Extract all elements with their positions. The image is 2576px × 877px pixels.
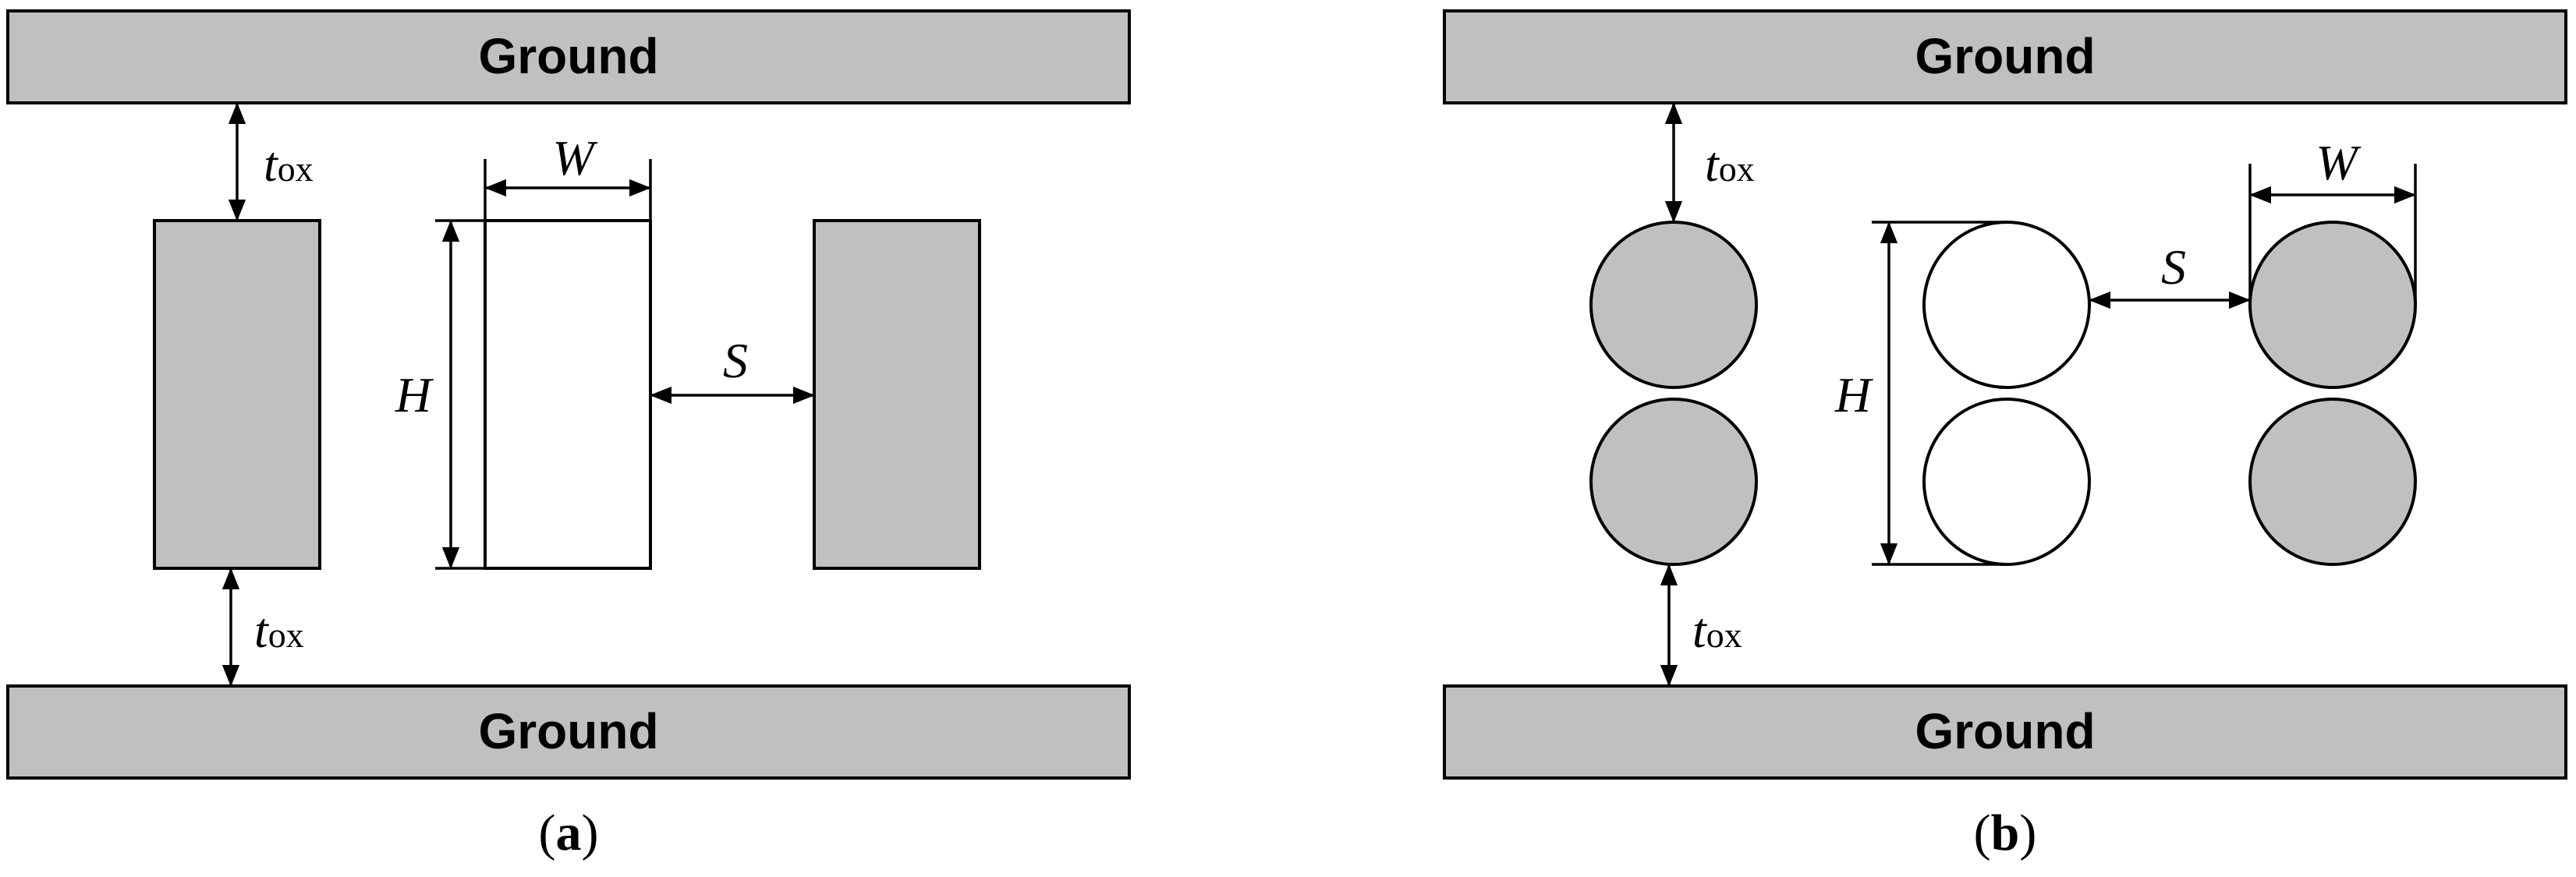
panel-a: Ground Ground tox tox W H S (a) — [6, 9, 1131, 861]
h-label-a: H — [395, 367, 434, 423]
neighbor-cnt-left-top-b — [1589, 221, 1758, 389]
tox-label-top-a: tox — [264, 136, 314, 192]
s-label-a: S — [723, 333, 748, 388]
neighbor-cnt-right-top-b — [2248, 221, 2417, 389]
ground-label-bottom-a: Ground — [478, 703, 658, 759]
ground-plane-top-b — [1443, 9, 2567, 104]
neighbor-cnt-left-bottom-b — [1589, 398, 1758, 566]
ground-plane-top-a — [6, 9, 1131, 104]
caption-b: (b) — [1974, 805, 2037, 861]
s-label-b: S — [2161, 239, 2186, 295]
ground-plane-bottom-b — [1443, 684, 2567, 780]
w-label-a: W — [552, 130, 598, 186]
panel-b: Ground Ground tox tox H S W (b) — [1443, 9, 2567, 861]
tox-label-top-b: tox — [1705, 136, 1755, 192]
signal-cnt-top-b — [1922, 221, 2091, 389]
caption-a: (a) — [539, 805, 599, 861]
tox-label-bottom-a: tox — [254, 603, 304, 658]
ground-label-top-b: Ground — [1915, 28, 2095, 84]
h-label-b: H — [1834, 367, 1874, 423]
neighbor-conductor-left-a — [153, 219, 321, 570]
neighbor-conductor-right-a — [813, 219, 981, 570]
signal-conductor-a — [484, 219, 652, 570]
w-label-b: W — [2316, 135, 2362, 190]
signal-cnt-bottom-b — [1922, 398, 2091, 566]
ground-label-top-a: Ground — [478, 28, 658, 84]
ground-label-bottom-b: Ground — [1915, 703, 2095, 759]
ground-plane-bottom-a — [6, 684, 1131, 780]
tox-label-bottom-b: tox — [1692, 603, 1742, 658]
neighbor-cnt-right-bottom-b — [2248, 398, 2417, 566]
